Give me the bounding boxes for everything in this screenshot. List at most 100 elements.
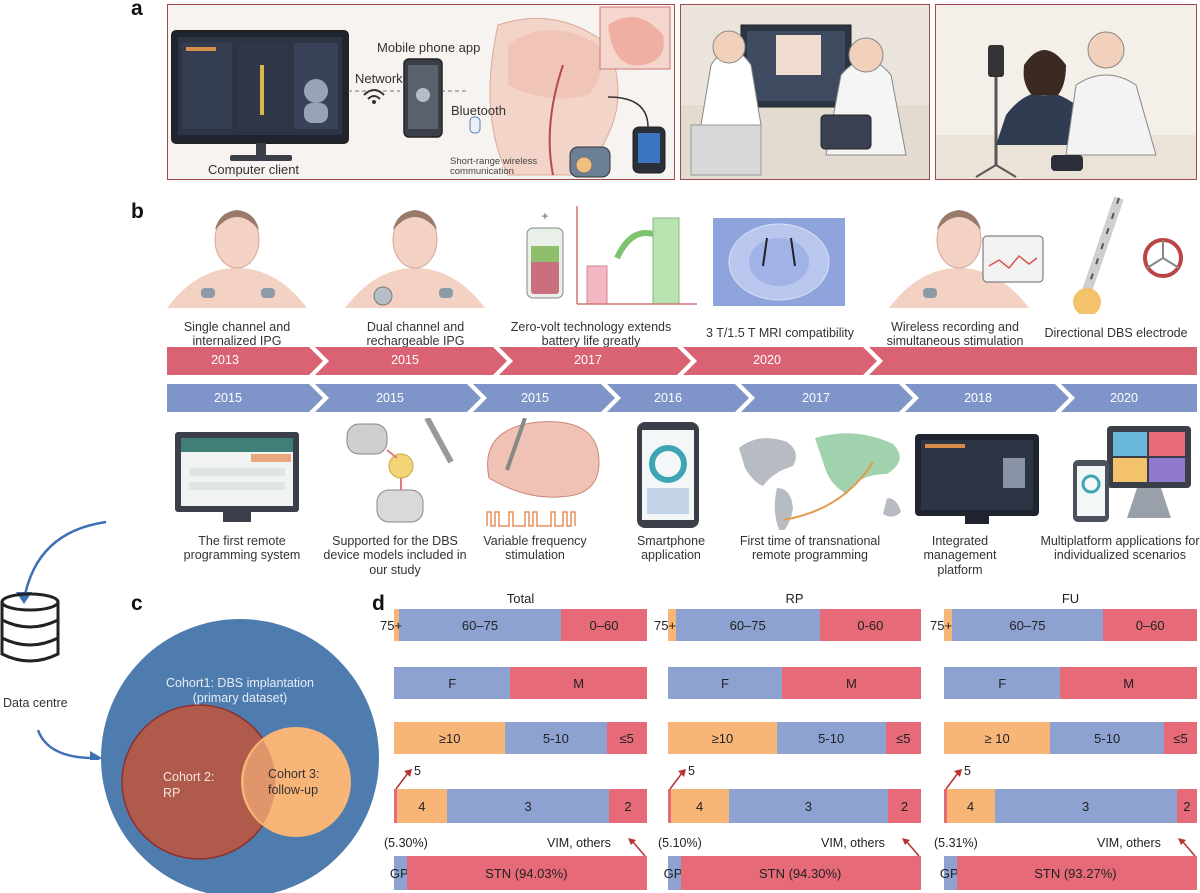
person-icon-1 [167, 210, 307, 308]
bar-note-right-0: VIM, others [547, 836, 611, 850]
cohort3-label: Cohort 3: follow-up [268, 767, 320, 797]
timeline-blue-year-1: 2015 [214, 391, 242, 405]
arrow-pointer-icon [1178, 838, 1196, 857]
timeline-bottom-caption-2: Supported for the DBS device models incl… [323, 534, 467, 577]
tablet-icon [820, 114, 872, 150]
timeline-red-year-4: 2020 [753, 353, 781, 367]
bar-segment-0-0-1: 60–75 [399, 609, 561, 641]
bar-segment-0-2-2: ≤5 [606, 722, 647, 754]
bar-segment-1-2-0: ≥10 [668, 722, 777, 754]
doctor-figure-3 [1065, 74, 1157, 156]
cohort1-label: Cohort1: DBS implantation (primary datas… [166, 676, 314, 705]
bar-segment-2-4-2 [1193, 856, 1197, 890]
bar-segment-1-2-1: 5-10 [776, 722, 886, 754]
timeline-blue-year-2: 2015 [376, 391, 404, 405]
bar-segment-1-3-1: 4 [670, 789, 729, 823]
cohort-venn-diagram [101, 619, 379, 893]
bar-segment-0-0-0: 75+ [380, 609, 402, 641]
home-scene-illustration [936, 5, 1196, 179]
chart-title-0: Total [506, 591, 535, 606]
timeline-blue-year-5: 2017 [802, 391, 830, 405]
timeline-top-caption-6: Directional DBS electrode [1044, 326, 1188, 340]
bar-segment-0-3-1: 4 [396, 789, 448, 823]
timeline-bottom-caption-6: Integrated management platform [923, 534, 997, 577]
bar-segment-0-4-0: GPi [390, 856, 412, 890]
bar-note-left-2: (5.31%) [934, 836, 978, 850]
bar-segment-0-2-0: ≥10 [394, 722, 506, 754]
bar-segment-0-2-1: 5-10 [505, 722, 607, 754]
cohort2-label: Cohort 2: RP [163, 770, 215, 800]
dbs-device-models-icon [346, 418, 454, 523]
bar-segment-2-3-3: 2 [1176, 789, 1197, 823]
data-centre-label: Data centre [3, 696, 68, 710]
bar-segment-1-3-3: 2 [888, 789, 921, 823]
panel-letter-a: a [131, 0, 143, 20]
clinic-scene-illustration [681, 5, 929, 179]
timeline-blue-year-6: 2018 [964, 391, 992, 405]
timeline-top-caption-3: Zero-volt technology extends battery lif… [510, 320, 672, 349]
bar-segment-2-0-0: 75+ [930, 609, 952, 641]
bar-segment-0-3-3: 2 [609, 789, 647, 823]
management-platform-monitor-icon [915, 434, 1039, 524]
timeline-red-year-1: 2013 [211, 353, 239, 367]
arrow-right-icon [36, 729, 95, 760]
bar-segment-1-4-1: STN (94.30%) [680, 856, 920, 890]
database-icon [0, 592, 60, 663]
cohort-overlap [243, 740, 276, 824]
short-range-label: Short-range wireless communication [450, 156, 538, 178]
bar-segment-1-0-0: 75+ [654, 609, 676, 641]
patient-figure [996, 92, 1086, 145]
chart-title-1: RP [785, 591, 804, 606]
smartphone-app-icon [637, 422, 699, 528]
battery-icon: + [526, 209, 564, 299]
bar-segment-1-4-0: GPi [664, 856, 685, 890]
timeline-red-bar [167, 347, 1197, 375]
panel-a-system-illustration [171, 6, 671, 178]
bar-segment-0-3-0 [394, 789, 397, 823]
timeline-bottom-caption-7: Multiplatform applications for individua… [1040, 534, 1200, 563]
timeline-top-caption-1: Single channel and internalized IPG [183, 320, 291, 349]
brain-stimulation-icon [486, 418, 600, 527]
bar-segment-2-3-2: 3 [994, 789, 1177, 823]
timeline-top-illustrations: + [167, 196, 1183, 314]
growth-bars-icon [576, 206, 697, 305]
bar-segment-2-4-0: GPi [940, 856, 962, 890]
bluetooth-label: Bluetooth [451, 103, 506, 118]
panel-a-system-box: Computer client Mobile phone app Network… [167, 4, 675, 180]
remote-programming-monitor-icon [175, 432, 299, 522]
bar-segment-1-4-2 [919, 856, 921, 890]
arrow-pointer-icon [628, 838, 646, 857]
panel-a-clinic-box [680, 4, 930, 180]
timeline-bottom-caption-5: First time of transnational remote progr… [739, 534, 881, 563]
data-centre-graphic [0, 520, 107, 760]
bar-note-right-2: VIM, others [1097, 836, 1161, 850]
computer-client-label: Computer client [208, 162, 300, 177]
bar-segment-2-2-1: 5-10 [1050, 722, 1165, 754]
bar-segment-1-0-2: 0-60 [819, 609, 921, 641]
arrow-pointer-icon [395, 769, 412, 790]
multiplatform-icon [1073, 426, 1191, 522]
world-map-icon [739, 433, 901, 530]
bar-segment-0-1-0: F [394, 667, 511, 699]
bar-segment-2-3-0 [944, 789, 947, 823]
bar-segment-1-1-0: F [668, 667, 782, 699]
bar-note-right-1: VIM, others [821, 836, 885, 850]
bar-segment-2-2-2: ≤5 [1164, 722, 1197, 754]
timeline-top-caption-5: Wireless recording and simultaneous stim… [886, 320, 1024, 349]
bar-note-left-0: (5.30%) [384, 836, 428, 850]
panel-a-home-box [935, 4, 1197, 180]
bar-segment-2-1-0: F [944, 667, 1061, 699]
